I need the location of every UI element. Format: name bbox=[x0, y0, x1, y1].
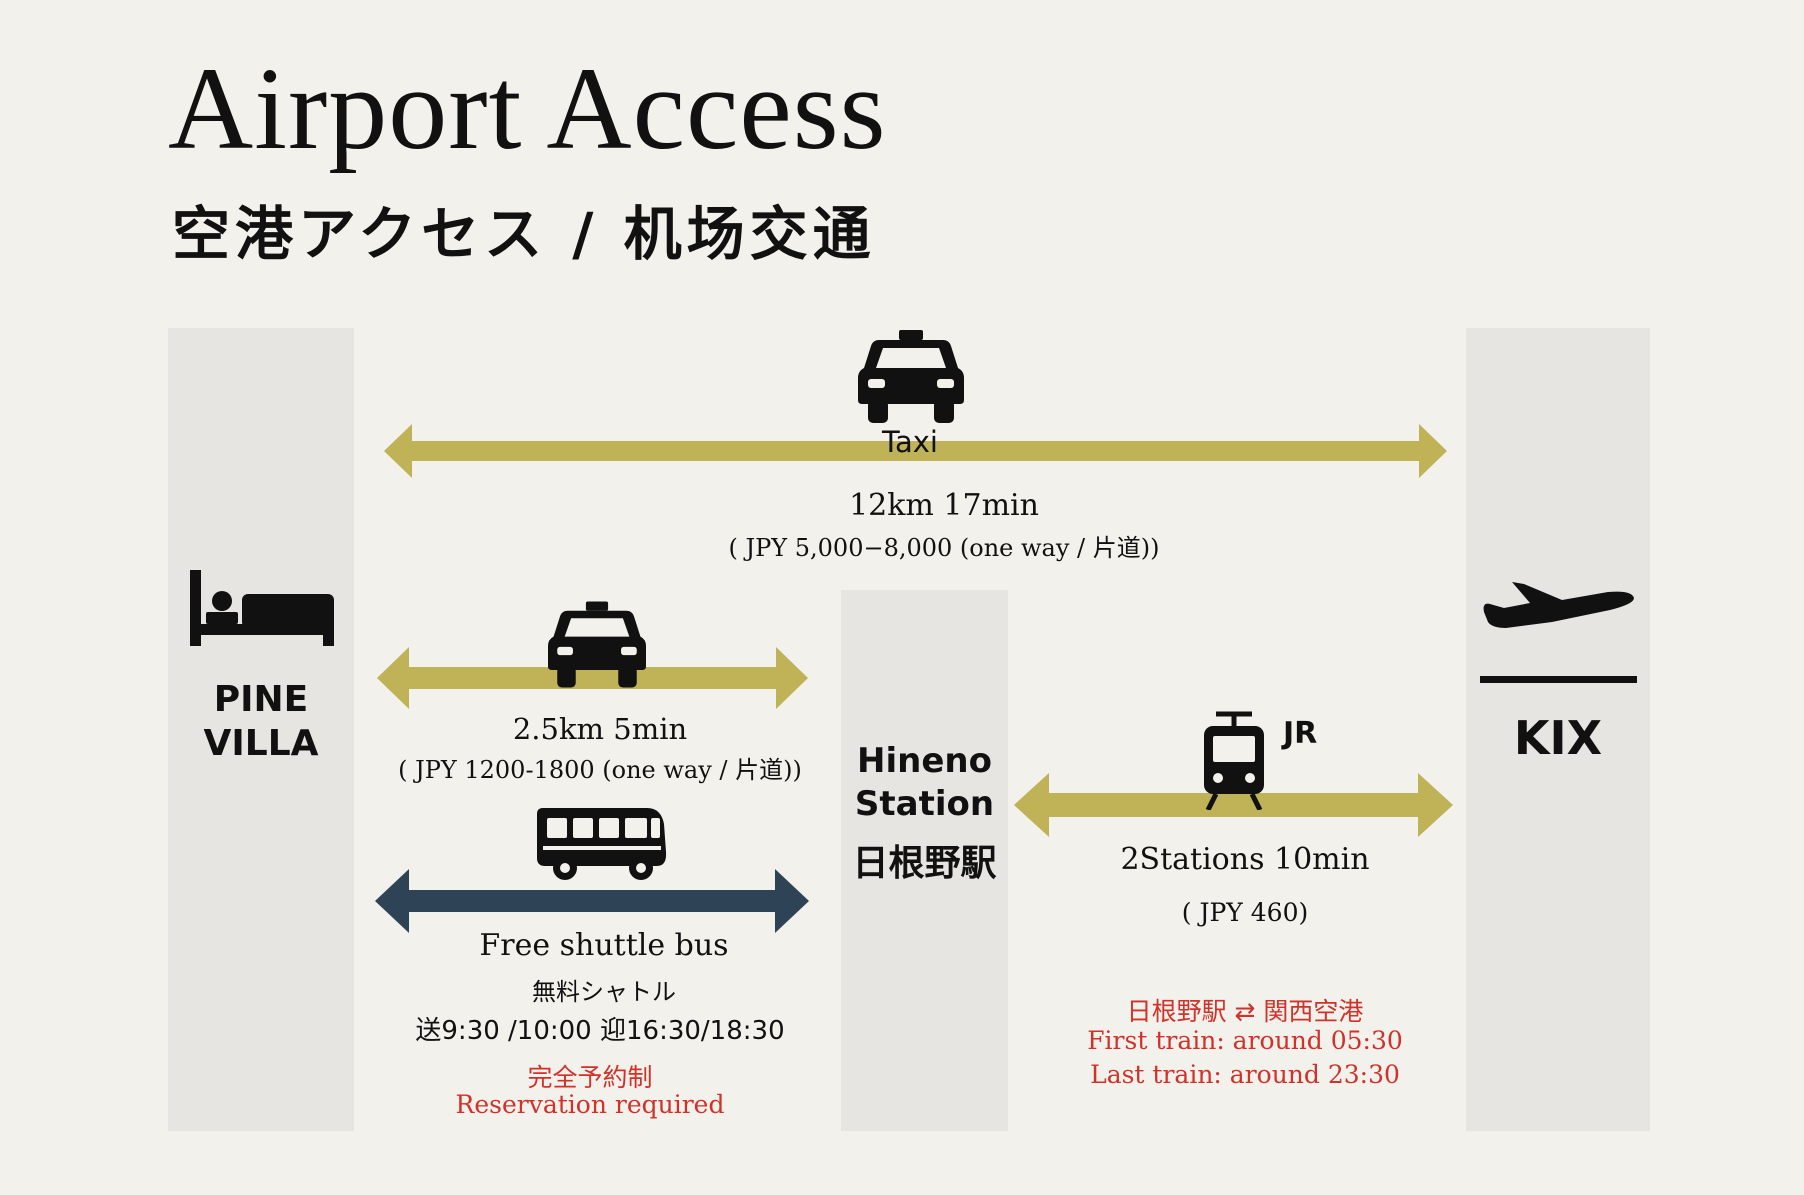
taxi-icon bbox=[548, 601, 646, 688]
bed-icon bbox=[190, 570, 334, 646]
pine-villa-name-line1: PINE bbox=[213, 679, 309, 720]
shuttle-schedule: 送9:30 /10:00 迎16:30/18:30 bbox=[415, 1016, 785, 1046]
kix-name: KIX bbox=[1513, 711, 1603, 765]
taxi-station-fare: ( JPY 1200-1800 (one way / 片道)) bbox=[398, 756, 802, 784]
kix-divider bbox=[1480, 676, 1637, 683]
taxi-icon bbox=[858, 330, 964, 423]
hineno-station-column bbox=[841, 590, 1008, 1131]
taxi-station-arrow bbox=[377, 647, 808, 709]
hineno-name-line1: Hineno bbox=[857, 741, 992, 781]
pine-villa-column bbox=[168, 328, 354, 1131]
airplane-icon bbox=[1483, 582, 1634, 628]
jr-last-train: Last train: around 23:30 bbox=[1090, 1060, 1400, 1089]
taxi-direct-fare: ( JPY 5,000−8,000 (one way / 片道)) bbox=[728, 534, 1160, 562]
taxi-station-distance: 2.5km 5min bbox=[512, 712, 688, 746]
jr-first-train: First train: around 05:30 bbox=[1087, 1026, 1403, 1055]
shuttle-reservation-jp: 完全予約制 bbox=[527, 1063, 653, 1092]
page-subtitle: 空港アクセス / 机场交通 bbox=[172, 200, 876, 268]
page-title: Airport Access bbox=[168, 43, 887, 174]
jr-stations-time: 2Stations 10min bbox=[1120, 842, 1370, 877]
shuttle-label-jp: 無料シャトル bbox=[532, 978, 676, 1006]
taxi-direct-arrow bbox=[384, 424, 1447, 478]
shuttle-reservation-en: Reservation required bbox=[455, 1090, 725, 1119]
hineno-name-jp: 日根野駅 bbox=[852, 843, 997, 884]
kix-column bbox=[1466, 328, 1650, 1131]
shuttle-label: Free shuttle bus bbox=[479, 928, 729, 963]
train-icon bbox=[1204, 711, 1264, 810]
bus-icon bbox=[537, 808, 667, 880]
shuttle-bus-arrow bbox=[375, 869, 809, 933]
taxi-label: Taxi bbox=[882, 425, 938, 459]
taxi-direct-distance: 12km 17min bbox=[849, 488, 1039, 523]
pine-villa-name-line2: VILLA bbox=[203, 723, 319, 764]
jr-label: JR bbox=[1283, 716, 1318, 751]
jr-fare: ( JPY 460) bbox=[1181, 898, 1309, 927]
jr-arrow bbox=[1014, 773, 1453, 837]
hineno-name-line2: Station bbox=[854, 784, 995, 824]
jr-route-jp: 日根野駅 ⇄ 関西空港 bbox=[1126, 997, 1364, 1026]
